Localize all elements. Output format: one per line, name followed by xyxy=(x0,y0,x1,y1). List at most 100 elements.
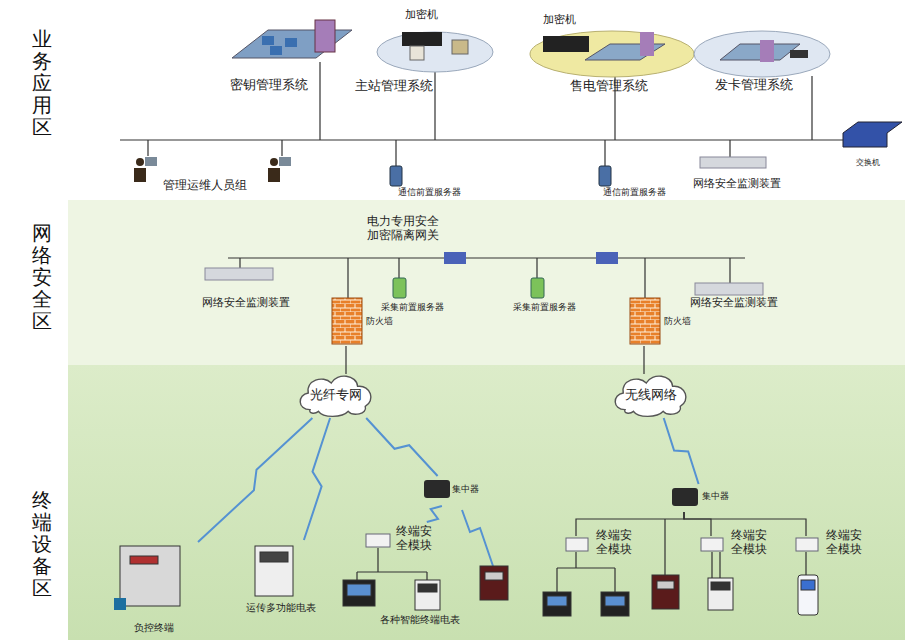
node-label: 加密机 xyxy=(543,13,576,26)
device-node: 采集前置服务器 xyxy=(375,276,470,315)
svg-shape xyxy=(114,598,126,610)
svg-shape xyxy=(402,32,442,46)
svg-shape xyxy=(377,32,493,72)
svg-shape xyxy=(228,258,745,298)
wireless-link xyxy=(664,418,699,484)
svg-shape xyxy=(120,546,180,606)
node-label: 终端安全模块 xyxy=(826,528,864,557)
svg-shape xyxy=(120,62,848,592)
device-node: 密钥管理系统 xyxy=(225,10,350,95)
node-label: 密钥管理系统 xyxy=(230,77,308,93)
svg-shape xyxy=(480,566,508,600)
device-node: 负控终端 xyxy=(112,540,198,637)
node-label: 售电管理系统 xyxy=(570,78,648,94)
cloud-outline xyxy=(300,376,371,416)
zone-label: 终端设备区 xyxy=(32,489,52,599)
svg-shape xyxy=(130,556,158,564)
svg-shape xyxy=(357,548,427,580)
node-label: 集中器 xyxy=(702,491,729,502)
svg-shape xyxy=(543,36,589,52)
node-label: 终端安全模块 xyxy=(396,524,434,553)
svg-shape xyxy=(657,581,674,589)
device-node: 发卡管理系统 xyxy=(690,25,840,97)
device-node: 网络安全监测装置 xyxy=(200,262,305,314)
svg-shape xyxy=(843,122,902,147)
svg-shape xyxy=(452,40,468,54)
node-label: 防火墙 xyxy=(664,316,691,327)
svg-shape xyxy=(268,168,280,182)
svg-shape xyxy=(695,283,763,295)
network-cloud: 光纤专网 xyxy=(293,368,378,418)
svg-shape xyxy=(605,596,625,606)
svg-shape xyxy=(418,584,437,592)
svg-shape xyxy=(760,40,774,62)
wired-link xyxy=(684,512,711,536)
cloud-outline xyxy=(615,376,686,416)
svg-shape xyxy=(393,278,406,298)
network-cloud: 无线网络 xyxy=(608,368,693,418)
svg-shape xyxy=(547,596,567,606)
device-node: 通信前置服务器 xyxy=(378,160,463,200)
wireless-link xyxy=(366,418,437,476)
node-label: 采集前置服务器 xyxy=(513,302,576,313)
node-label: 管理运维人员组 xyxy=(163,178,247,192)
svg-shape xyxy=(332,298,362,344)
wired-link xyxy=(643,346,644,374)
svg-shape xyxy=(694,31,830,77)
svg-shape xyxy=(566,538,588,551)
node-label: 负控终端 xyxy=(134,622,174,634)
svg-shape xyxy=(530,31,694,77)
device-node: 集中器 xyxy=(668,484,744,512)
svg-shape xyxy=(415,580,440,610)
svg-shape xyxy=(410,46,424,60)
svg-shape xyxy=(798,575,818,615)
node-label: 发卡管理系统 xyxy=(715,77,793,93)
device-node: 采集前置服务器 xyxy=(505,276,600,315)
node-label: 防火墙 xyxy=(366,316,393,327)
svg-shape xyxy=(711,582,730,590)
svg-shape xyxy=(145,157,157,166)
svg-shape xyxy=(347,584,371,596)
svg-shape xyxy=(262,36,274,45)
svg-shape xyxy=(136,158,144,166)
wired-link xyxy=(345,346,346,374)
svg-shape xyxy=(652,575,679,609)
device-node: 终端安全模块 xyxy=(796,526,886,566)
svg-shape xyxy=(640,32,654,56)
svg-shape xyxy=(366,534,390,547)
device-node: 终端安全模块 xyxy=(701,526,785,566)
svg-shape xyxy=(701,538,723,551)
svg-shape xyxy=(270,158,278,166)
svg-shape xyxy=(424,480,450,498)
svg-shape xyxy=(672,488,698,506)
node-label: 加密机 xyxy=(405,8,438,21)
svg-shape xyxy=(601,592,629,616)
svg-shape xyxy=(485,572,503,580)
svg-shape xyxy=(315,20,335,52)
zone-band: 终端设备区光纤专网无线网络集中器集中器终端安全模块终端安全模块终端安全模块终端安… xyxy=(68,365,905,640)
svg-shape xyxy=(270,46,282,55)
device-node: 加密机主站管理系统 xyxy=(350,8,495,98)
device-node: 终端安全模块 xyxy=(566,526,650,566)
wireless-link xyxy=(304,418,330,540)
node-label: 主站管理系统 xyxy=(355,78,433,94)
node-label: 终端安全模块 xyxy=(596,528,634,557)
zone-band: 业务应用区密钥管理系统加密机主站管理系统加密机售电管理系统发卡管理系统管理运维人… xyxy=(68,0,905,200)
svg-shape xyxy=(279,157,291,166)
wireless-link xyxy=(198,418,312,542)
device-node: 网络安全监测装置 xyxy=(688,276,793,312)
svg-shape xyxy=(790,50,808,58)
svg-shape xyxy=(120,546,818,616)
device-node: 加密机售电管理系统 xyxy=(525,8,695,98)
free-label: 电力专用安全加密隔离网关 xyxy=(365,214,441,243)
node-label: 光纤专网 xyxy=(310,387,362,403)
svg-shape xyxy=(390,166,402,186)
svg-shape xyxy=(557,519,806,592)
svg-shape xyxy=(255,546,293,596)
zone-label: 业务应用区 xyxy=(32,28,52,138)
free-label: 各种智能终端电表 xyxy=(380,614,460,626)
